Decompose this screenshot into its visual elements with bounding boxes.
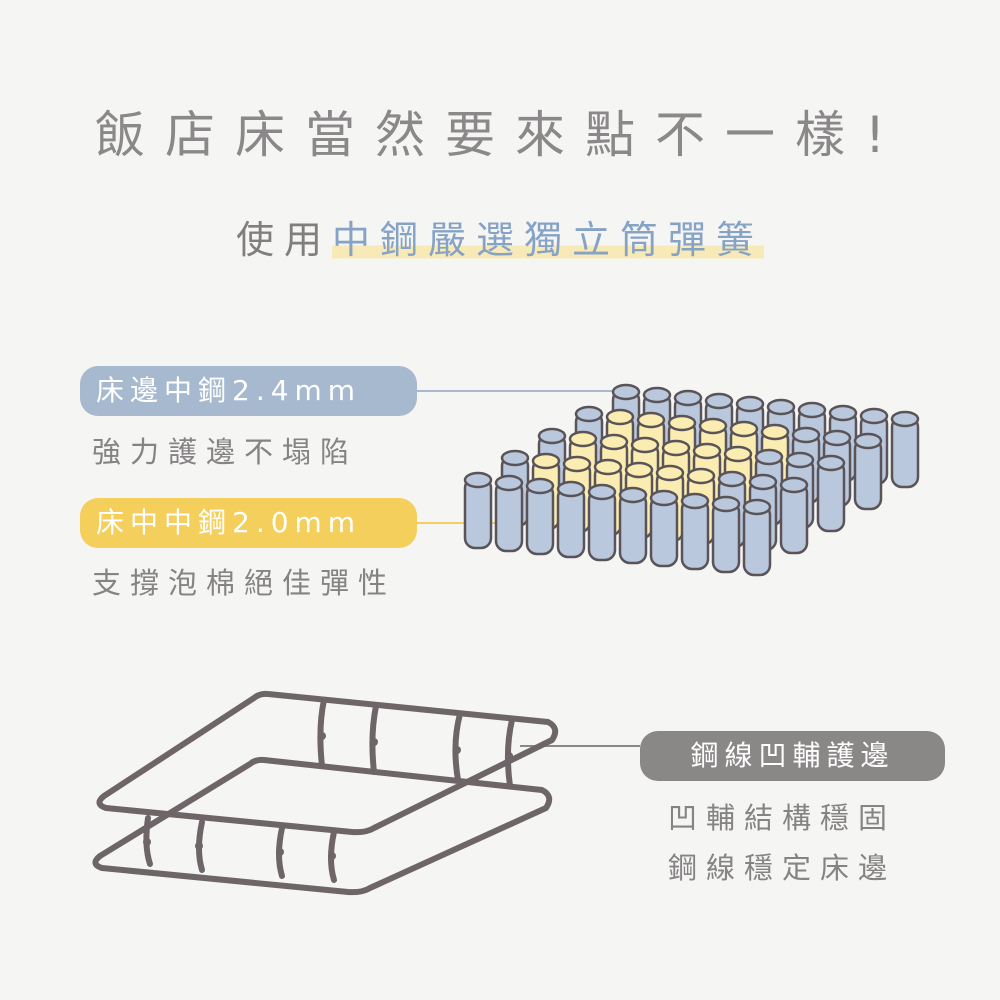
edge-spring-label: 床邊中鋼2.4mm: [80, 366, 417, 416]
frame-clips: [143, 732, 513, 860]
edge-spring: [711, 495, 741, 574]
center-spring-label: 床中中鋼2.0mm: [80, 498, 417, 548]
edge-spring: [816, 454, 846, 533]
spring-grid: [463, 383, 920, 577]
subtitle-prefix: 使用: [235, 218, 332, 262]
edge-spring: [587, 483, 617, 562]
center-spring-desc: 支撐泡棉絕佳彈性: [92, 566, 397, 600]
edge-spring: [890, 410, 920, 489]
page-title: 飯店床當然要來點不一樣!: [94, 106, 906, 164]
steel-frame-icon: [92, 690, 559, 896]
edge-spring-desc: 強力護邊不塌陷: [92, 435, 359, 469]
edge-spring: [649, 489, 679, 568]
edge-spring: [853, 432, 883, 511]
steel-frame-desc-1: 凹輔結構穩固: [668, 801, 897, 835]
edge-spring: [680, 492, 710, 571]
edge-spring: [494, 474, 524, 553]
edge-spring: [779, 476, 809, 555]
subtitle-highlight: 中鋼嚴選獨立筒彈簧: [332, 218, 765, 262]
edge-spring: [742, 498, 772, 577]
edge-spring: [556, 480, 586, 559]
edge-spring: [525, 477, 555, 556]
steel-frame-label: 鋼線凹輔護邊: [640, 731, 945, 781]
subtitle: 使用中鋼嚴選獨立筒彈簧: [0, 212, 1000, 268]
steel-frame-desc-2: 鋼線穩定床邊: [668, 851, 897, 885]
edge-spring: [463, 471, 493, 550]
edge-spring: [618, 486, 648, 565]
